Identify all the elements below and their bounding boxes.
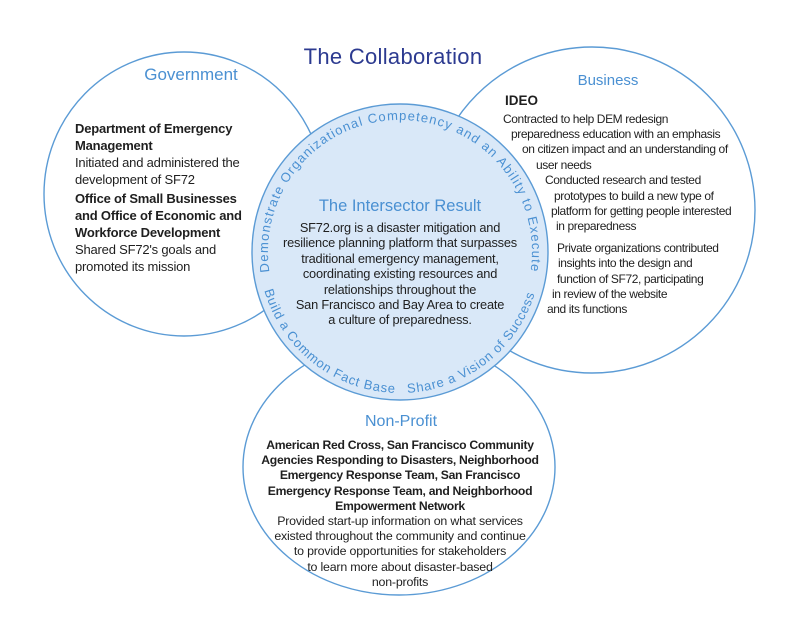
text-line: Agencies Responding to Disasters, Neighb… — [261, 453, 539, 468]
text-line: in review of the website — [552, 286, 668, 301]
diagram-title: The Collaboration — [303, 44, 483, 69]
nonprofit-heading: American Red Cross, San Francisco Commun… — [220, 438, 580, 514]
government-item-osb-body: Shared SF72's goals and promoted its miss… — [75, 241, 305, 275]
text-line: SF72.org is a disaster mitigation and — [299, 220, 501, 235]
text-line: Provided start-up information on what se… — [277, 514, 523, 528]
text-line: Shared SF72's goals and — [75, 242, 216, 257]
text-line: on citizen impact and an understanding o… — [522, 142, 728, 157]
text-line: in preparedness — [556, 219, 637, 234]
text-line: Conducted research and tested — [545, 173, 701, 188]
text-line: a culture of preparedness. — [328, 312, 472, 328]
text-line: to provide opportunities for stakeholder… — [293, 544, 507, 559]
text-line: platform for getting people interested — [551, 203, 732, 218]
text-line: Empowerment Network — [335, 498, 465, 513]
text-line: user needs — [536, 157, 592, 172]
text-line: non-profits — [371, 574, 429, 589]
text-line: and Office of Economic and — [75, 208, 242, 223]
text-line: resilience planning platform that surpas… — [283, 235, 517, 251]
intersector-heading: The Intersector Result — [318, 197, 482, 215]
text-line: Initiated and administered the — [75, 155, 240, 170]
text-line: relationships throughout the — [323, 281, 477, 297]
government-item-osb: Office of Small Businesses and Office of … — [75, 190, 305, 275]
nonprofit-body: Provided start-up information on what se… — [220, 514, 580, 590]
text-line: coordinating existing resources and — [302, 266, 498, 282]
text-line: Private organizations contributed — [557, 240, 719, 255]
text-line: existed throughout the community and con… — [274, 529, 526, 544]
text-line: preparedness education with an emphasis — [511, 126, 721, 141]
text-line: development of SF72 — [75, 172, 195, 187]
government-item-dem-body: Initiated and administered the developmen… — [75, 154, 305, 188]
text-line: Emergency Response Team, and Neighborhoo… — [267, 483, 533, 498]
nonprofit-label: Non-Profit — [364, 413, 438, 430]
text-line: to learn more about disaster-based — [307, 559, 493, 574]
text-line: Office of Small Businesses — [75, 191, 237, 206]
text-line: Contracted to help DEM redesign — [503, 111, 669, 126]
text-line: and its functions — [547, 302, 627, 317]
text-line: San Francisco and Bay Area to create — [295, 297, 505, 313]
text-line: American Red Cross, San Francisco Commun… — [266, 438, 534, 452]
government-item-osb-heading: Office of Small Businesses and Office of … — [75, 190, 305, 241]
government-label: Government — [144, 65, 238, 84]
text-line: traditional emergency management, — [301, 250, 499, 266]
text-line: prototypes to build a new type of — [554, 188, 714, 203]
text-line: Management — [75, 138, 153, 153]
text-line: Emergency Response Team, San Francisco — [279, 468, 521, 483]
text-line: Department of Emergency — [75, 121, 233, 136]
intersector-circle — [251, 103, 549, 401]
text-line: promoted its mission — [75, 259, 191, 274]
text-line: insights into the design and — [558, 256, 693, 271]
text-line: function of SF72, participating — [557, 271, 704, 286]
business-label: Business — [577, 72, 639, 89]
business-heading: IDEO — [505, 93, 539, 108]
text-line: Workforce Development — [75, 225, 221, 240]
